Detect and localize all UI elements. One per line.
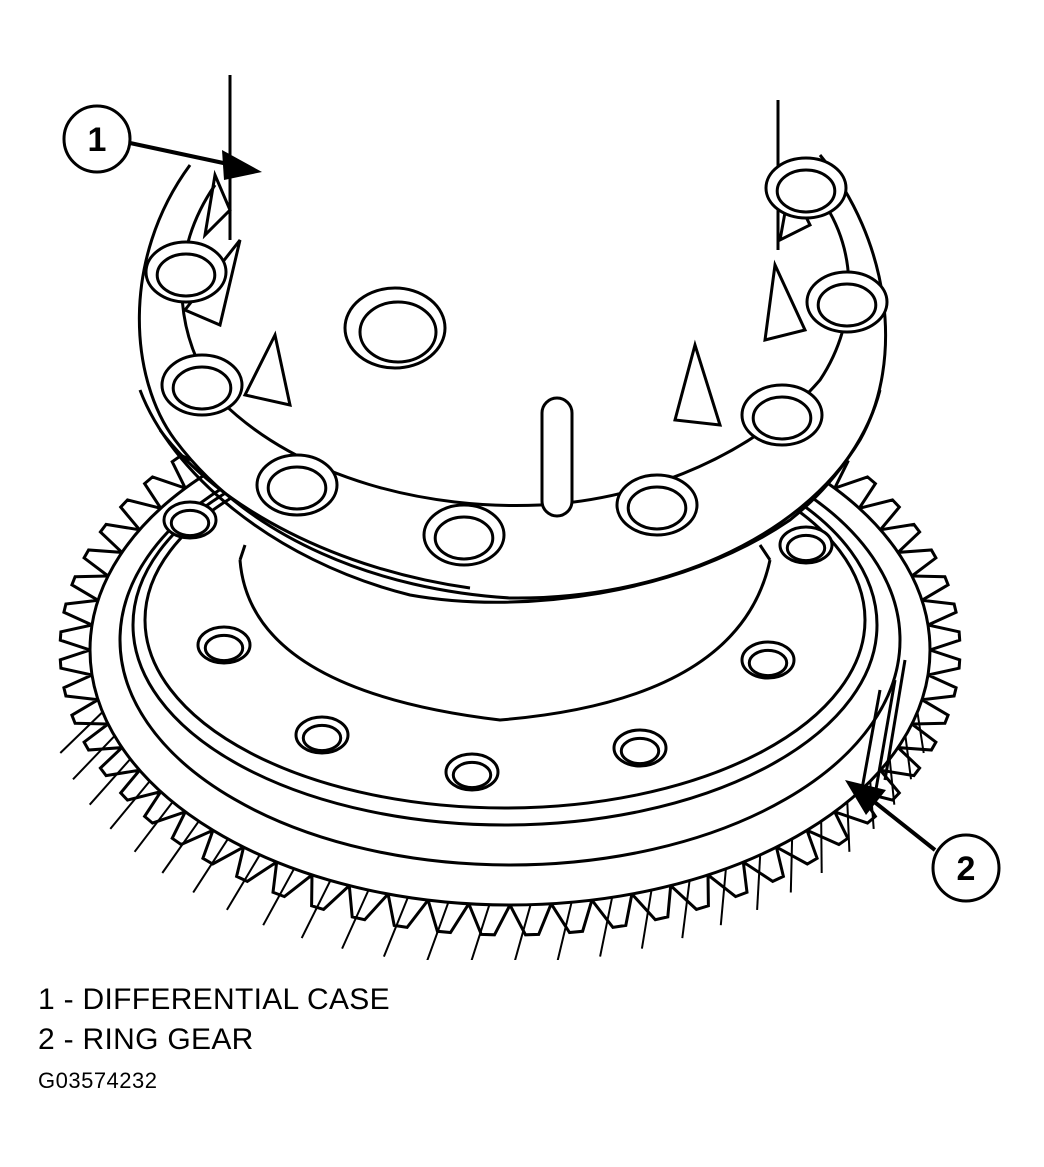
- case-bolt-hole: [255, 453, 339, 517]
- callout-2-arrowhead: [845, 780, 886, 815]
- case-bolt-hole-bore: [433, 515, 495, 561]
- gear-tooth-face-line: [300, 880, 332, 939]
- case-bolt-hole-bore: [775, 168, 837, 214]
- case-bolt-hole-bore: [751, 395, 813, 441]
- case-bolt-hole: [805, 270, 889, 334]
- gear-bolt-hole: [444, 752, 500, 792]
- differential-case-bolt-holes: [144, 156, 889, 567]
- gear-tooth-face-line: [133, 801, 174, 853]
- callout-1-leader-line: [129, 141, 229, 166]
- case-bolt-hole: [764, 156, 848, 220]
- gear-tooth-face-line: [681, 880, 691, 939]
- gear-bolt-hole-bore: [203, 633, 245, 663]
- gear-tooth-face-line: [341, 889, 370, 950]
- gear-tooth-face-line: [109, 780, 151, 830]
- gear-bolt-hole-bore: [451, 760, 493, 790]
- gear-tooth-face-line: [382, 897, 409, 957]
- callout-2-number: 2: [957, 850, 976, 888]
- legend-item-differential-case: 1 - DIFFERENTIAL CASE: [38, 983, 390, 1016]
- callout-2: 2: [845, 780, 1001, 903]
- gear-tooth-face-line: [470, 904, 491, 960]
- gear-bolt-hole-bore: [169, 508, 211, 538]
- case-bolt-hole-bore: [626, 485, 688, 531]
- gear-tooth-face-line: [72, 735, 116, 780]
- case-bolt-hole: [422, 503, 506, 567]
- ring-gear-bolt-holes: [162, 500, 834, 792]
- gear-tooth-face-line: [719, 868, 727, 926]
- case-bolt-hole-bore: [266, 465, 328, 511]
- gear-tooth-face-line: [88, 758, 132, 806]
- gear-bolt-hole-bore: [301, 723, 343, 753]
- gear-bolt-hole-bore: [785, 533, 827, 563]
- gear-bolt-hole: [740, 640, 796, 680]
- gear-tooth-face-line: [556, 901, 573, 960]
- gear-tooth-face-line: [192, 838, 229, 894]
- gear-bolt-hole: [162, 500, 218, 540]
- differential-diagram: 1 2: [58, 75, 1001, 960]
- gear-tooth-face-line: [756, 854, 762, 910]
- case-bolt-hole-bore: [155, 252, 217, 298]
- callout-1-number: 1: [88, 121, 107, 159]
- gear-tooth-face-line: [820, 821, 823, 874]
- legend: 1 - DIFFERENTIAL CASE 2 - RING GEAR: [38, 980, 390, 1060]
- case-bolt-hole: [160, 353, 244, 417]
- gear-bolt-hole: [778, 525, 834, 565]
- gear-tooth-face-line: [916, 711, 925, 754]
- gear-tooth-face-line: [426, 901, 450, 960]
- callout-2-circle: [931, 833, 1001, 903]
- callout-2-leader-line: [870, 798, 937, 852]
- gear-tooth-face-line: [262, 868, 295, 926]
- gear-tooth-face-line: [846, 801, 851, 852]
- legend-item-ring-gear: 2 - RING GEAR: [38, 1023, 254, 1056]
- gear-tooth-face-line: [599, 897, 614, 957]
- case-bolt-hole-bore: [816, 282, 878, 328]
- gear-bolt-hole-bore: [747, 648, 789, 678]
- gear-bolt-hole: [196, 625, 252, 665]
- callout-1-arrowhead: [222, 150, 262, 180]
- case-bolt-hole: [615, 473, 699, 537]
- callout-1: 1: [62, 104, 262, 180]
- case-bolt-hole-bore: [171, 365, 233, 411]
- gear-tooth-face-line: [161, 820, 200, 874]
- gear-tooth-face-line: [789, 838, 794, 893]
- gear-tooth-face-line: [226, 854, 261, 911]
- gear-bolt-hole-bore: [619, 736, 661, 766]
- gear-tooth-face-line: [904, 735, 912, 780]
- gear-bolt-hole: [294, 715, 350, 755]
- gear-tooth-face-line: [59, 711, 104, 754]
- gear-tooth-face-line: [514, 904, 532, 960]
- figure-id: G03574232: [38, 1068, 158, 1093]
- case-bolt-hole: [144, 240, 228, 304]
- case-bolt-hole: [740, 383, 824, 447]
- callout-1-circle: [62, 104, 132, 174]
- gear-tooth-face-line: [888, 758, 896, 805]
- differential-case: [137, 75, 889, 604]
- gear-bolt-hole: [612, 728, 668, 768]
- gear-tooth-face-line: [640, 889, 653, 949]
